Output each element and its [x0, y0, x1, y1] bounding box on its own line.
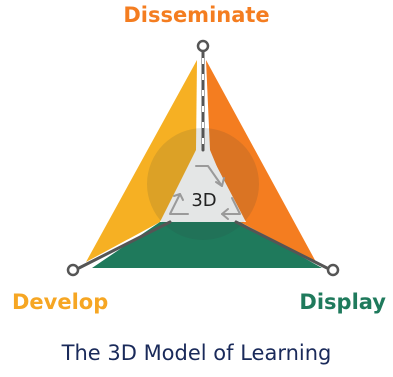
display-label: Display — [299, 290, 386, 314]
disseminate-segment — [206, 60, 316, 262]
develop-segment — [86, 60, 197, 262]
recycle-arrows-icon — [169, 165, 241, 220]
inner-triangle — [160, 140, 246, 222]
left-node — [66, 263, 80, 277]
center-circle — [147, 128, 259, 240]
develop-label: Develop — [12, 290, 109, 314]
top-node — [196, 39, 210, 53]
center-label: 3D — [191, 190, 216, 211]
right-node — [326, 263, 340, 277]
diagram-caption: The 3D Model of Learning — [61, 341, 332, 365]
disseminate-label: Disseminate — [123, 3, 270, 27]
spoke-lines — [77, 50, 329, 270]
